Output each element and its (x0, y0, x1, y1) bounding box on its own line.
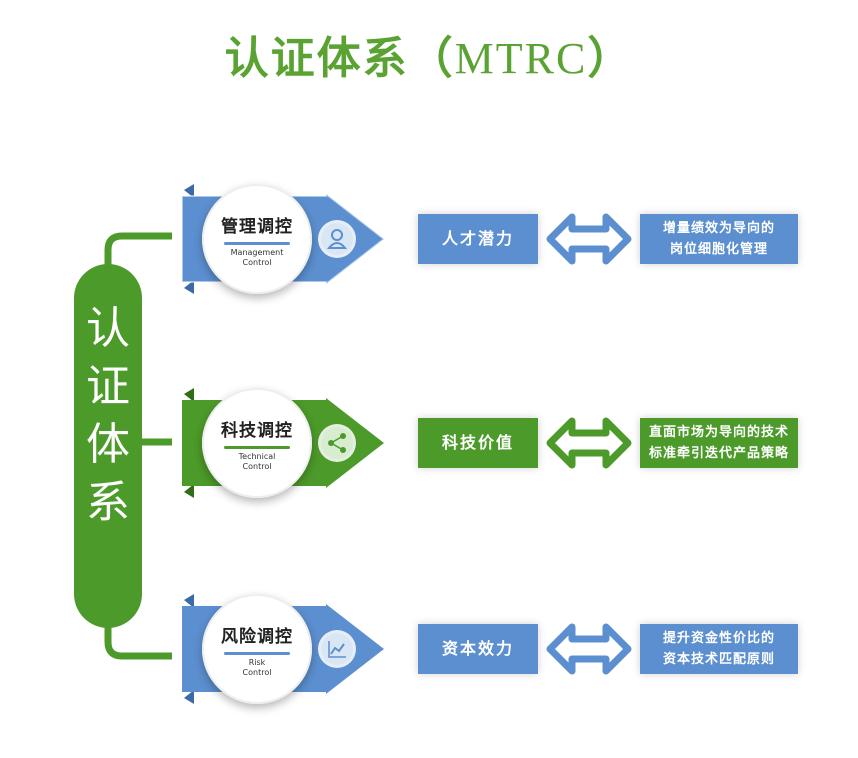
strategy-line1: 直面市场为导向的技术 (648, 425, 789, 440)
category-circle: 风险调控 Risk Control (202, 594, 312, 704)
category-en-line2: Control (242, 258, 272, 267)
strategy-box: 增量绩效为导向的 岗位细胞化管理 (640, 214, 798, 264)
title-acronym: MTRC (454, 34, 588, 83)
category-title: 风险调控 (221, 627, 293, 647)
chart-icon (321, 633, 353, 665)
spine-char: 认 (86, 303, 130, 354)
title-close-paren: ） (587, 33, 634, 84)
category-en-line1: Risk (248, 658, 266, 667)
share-icon (321, 427, 353, 459)
category-underline (224, 242, 290, 245)
strategy-line1: 增量绩效为导向的 (662, 221, 775, 236)
page-title: 认证体系（MTRC） (0, 22, 858, 86)
category-title: 科技调控 (221, 421, 293, 441)
spine-char: 系 (86, 477, 130, 528)
double-arrow-icon (546, 623, 632, 675)
category-en-line2: Control (242, 668, 272, 677)
connector-bottom (104, 624, 172, 660)
spine-label: 认 证 体 系 (74, 300, 142, 532)
row-management: 管理调控 Management Control 人才潜力 增量绩效为导向的 岗位… (0, 174, 858, 304)
user-icon (321, 223, 353, 255)
title-main: 认证体系 (224, 33, 409, 84)
category-underline (224, 446, 290, 449)
category-circle: 管理调控 Management Control (202, 184, 312, 294)
double-arrow-icon (546, 213, 632, 265)
strategy-line2: 资本技术匹配原则 (662, 652, 775, 667)
category-circle: 科技调控 Technical Control (202, 388, 312, 498)
value-box: 科技价值 (418, 418, 538, 468)
value-box: 人才潜力 (418, 214, 538, 264)
row-risk: 风险调控 Risk Control 资本效力 提升资金性价比的 资本技术匹配原则 (0, 584, 858, 714)
strategy-line1: 提升资金性价比的 (662, 631, 775, 646)
category-underline (224, 652, 290, 655)
connector-top (104, 232, 172, 268)
category-en-line1: Management (230, 248, 284, 257)
strategy-box: 提升资金性价比的 资本技术匹配原则 (640, 624, 798, 674)
strategy-line2: 岗位细胞化管理 (669, 242, 768, 257)
category-en-line2: Control (242, 462, 272, 471)
spine-char: 体 (86, 419, 130, 470)
spine-pill (74, 264, 142, 628)
double-arrow-icon (546, 417, 632, 469)
strategy-line2: 标准牵引迭代产品策略 (648, 446, 789, 461)
row-technical: 科技调控 Technical Control 科技价值 直面市场为导向的技术 标… (0, 378, 858, 508)
title-open-paren: （ (408, 33, 455, 84)
strategy-box: 直面市场为导向的技术 标准牵引迭代产品策略 (640, 418, 798, 468)
category-en-line1: Technical (238, 452, 276, 461)
spine-char: 证 (86, 361, 130, 412)
value-box: 资本效力 (418, 624, 538, 674)
category-title: 管理调控 (221, 217, 293, 237)
